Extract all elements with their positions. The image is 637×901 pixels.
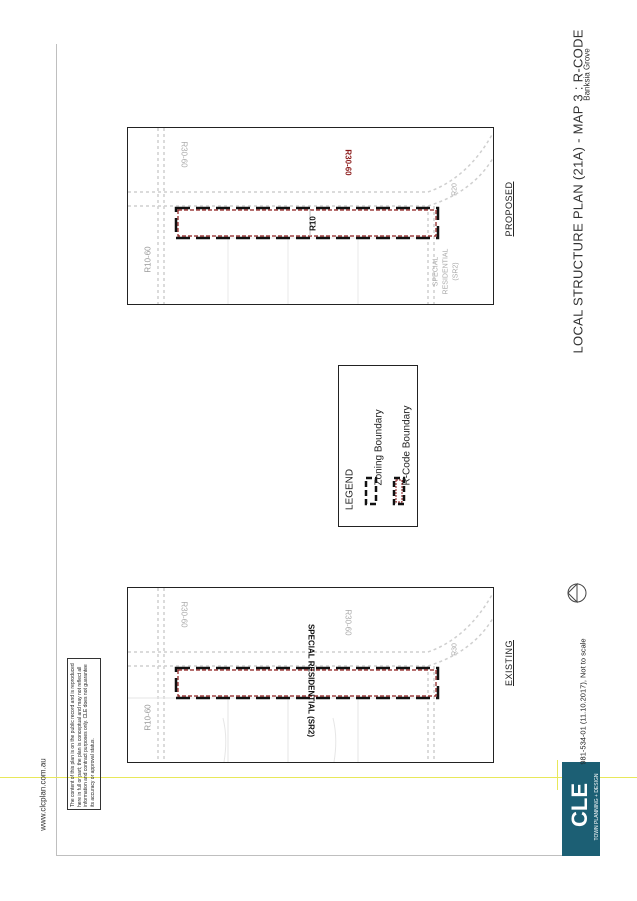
proposed-sr-label-2: RESIDENTIAL — [442, 248, 450, 295]
existing-caption: EXISTING — [504, 640, 514, 687]
disclaimer-box: The content of this plan is on the publi… — [67, 658, 101, 810]
north-arrow-icon — [567, 582, 587, 604]
sheet-border — [56, 44, 600, 856]
proposed-caption: PROPOSED — [504, 181, 514, 237]
rcode-boundary-icon — [392, 476, 406, 506]
zoning-boundary-icon — [364, 476, 378, 506]
accent-line — [0, 777, 637, 778]
proposed-code-r3060-faint: R30-60 — [179, 141, 189, 168]
proposed-code-r3060-bold: R30-60 — [343, 149, 353, 176]
proposed-code-r1060: R10-60 — [143, 246, 153, 273]
logo: CLE TOWN PLANNING + DESIGN — [562, 762, 600, 856]
disclaimer-text: The content of this plan is on the publi… — [70, 663, 96, 807]
legend-heading: LEGEND — [344, 468, 356, 511]
existing-code-r1060: R10-60 — [143, 704, 153, 731]
proposed-map-graphics — [128, 128, 493, 304]
map-subtitle: Banksia Grove — [582, 48, 592, 101]
existing-code-r30: R30 — [451, 643, 459, 656]
existing-map-graphics — [128, 588, 493, 762]
proposed-sr-label-3: (SR2) — [452, 262, 460, 281]
logo-subtitle: TOWN PLANNING + DESIGN — [594, 773, 600, 841]
legend-item-zoning: Zoning Boundary — [373, 409, 385, 486]
legend-item-rcode: R-Code Boundary — [401, 405, 413, 486]
website-text: www.clcplan.com.au — [38, 758, 48, 831]
existing-code-r3060-b: R30-60 — [343, 609, 353, 636]
existing-zone-label: SPECIAL RESIDENTIAL (SR2) — [306, 623, 316, 738]
drawing-ref: 981-534-01 (11.10.2017), Not to scale — [578, 638, 588, 765]
existing-map: R10-60 R30-60 R30-60 R30 SPECIAL RESIDEN… — [127, 587, 494, 763]
proposed-sr-label-1: SPECIAL — [432, 256, 440, 287]
proposed-code-r10: R10 — [308, 216, 318, 231]
logo-text: CLE — [567, 783, 592, 827]
legend-box: LEGEND Zoning Boundary R-Code Boundary — [338, 365, 418, 527]
existing-code-r3060-a: R30-60 — [179, 601, 189, 628]
proposed-map: R10-60 R30-60 R30-60 R10 R20 SPECIAL RES… — [127, 127, 494, 305]
proposed-code-r20: R20 — [451, 183, 459, 196]
accent-line-vertical — [557, 760, 558, 790]
